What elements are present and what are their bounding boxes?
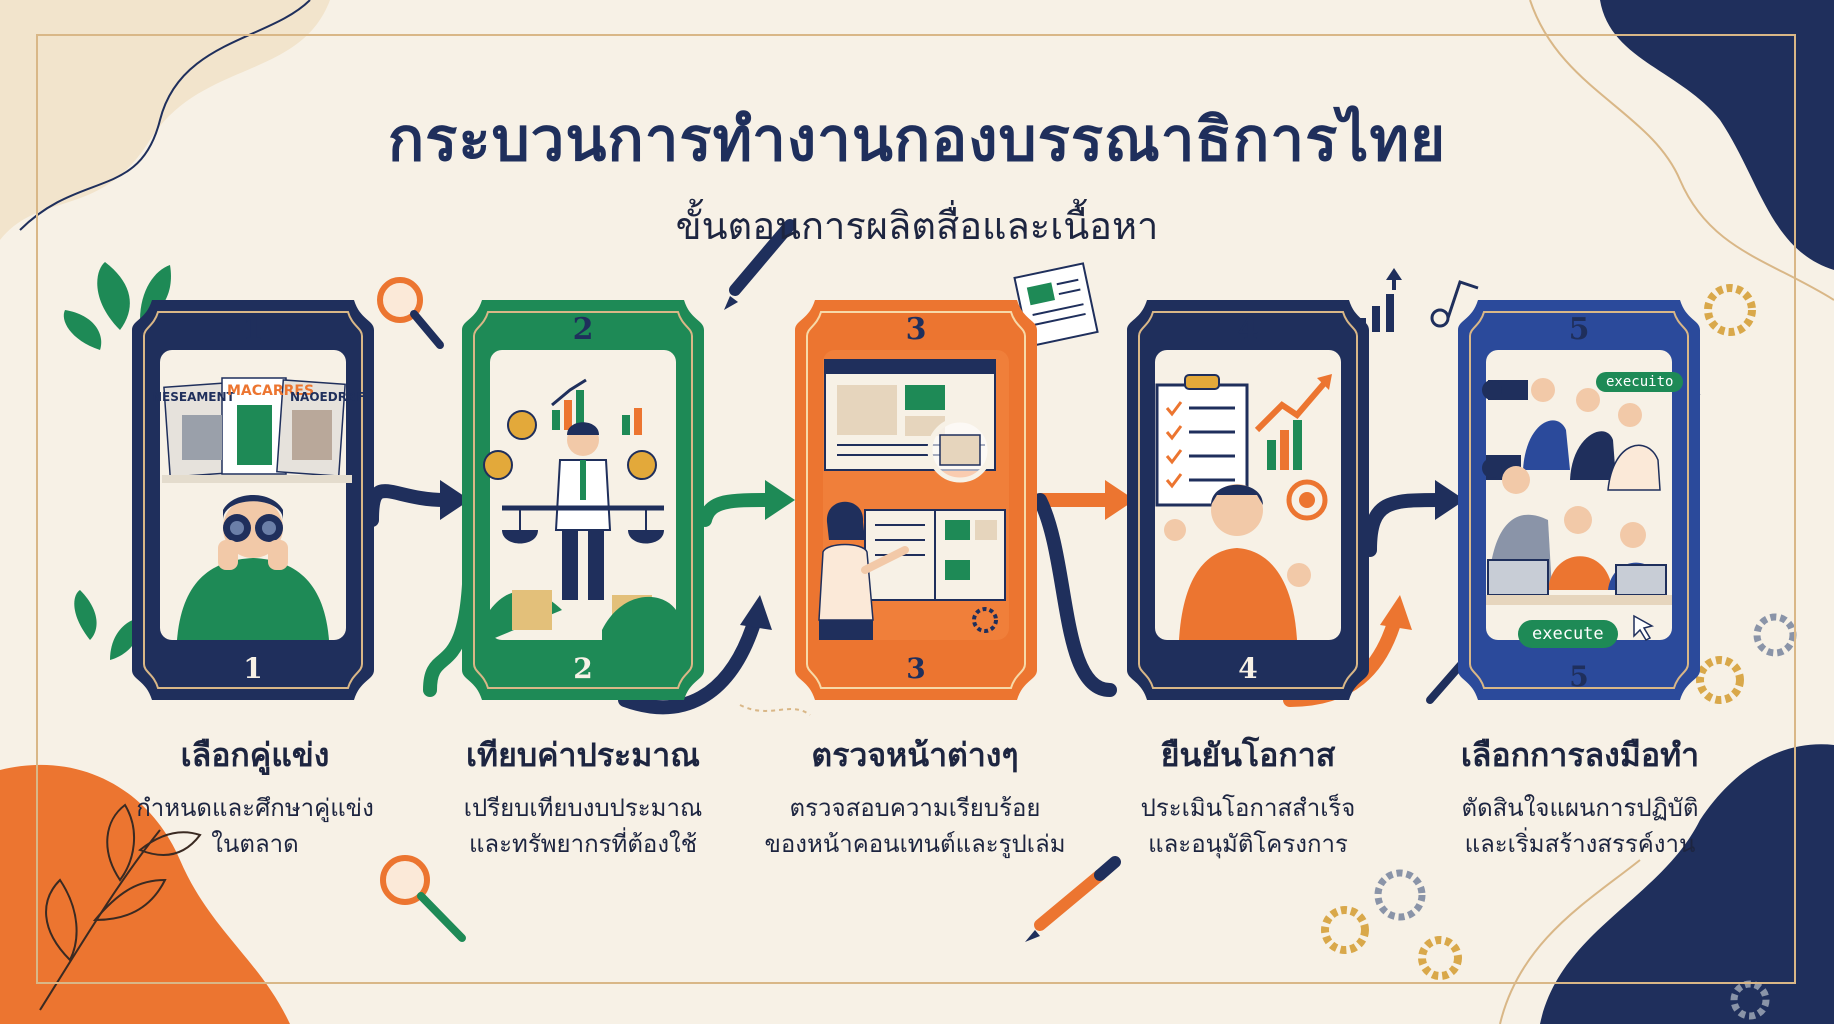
step-1-desc-line1: กำหนดและศึกษาคู่แข่ง [136, 794, 374, 822]
magnifier-icon [377, 277, 444, 349]
editor-woman-illustration [818, 501, 909, 640]
arrow-icon [440, 480, 470, 520]
navy-blob-bottom-right [1540, 744, 1834, 1024]
step-card-2: 2 2 [452, 290, 714, 710]
step-number-top: 2 [572, 312, 594, 347]
arrow-icon [1033, 493, 1117, 697]
card-frame [132, 300, 374, 700]
card-frame [795, 300, 1037, 700]
card-frame [1127, 300, 1369, 700]
step-card-1: NESEAMENT MACARRES NAOEDRBF 1 1 [122, 290, 384, 710]
step-3-title: ตรวจหน้าต่างๆ [811, 736, 1019, 774]
person-scale-illustration [502, 422, 664, 600]
navy-blob-top-right [1600, 0, 1834, 270]
pen-icon [1025, 856, 1121, 942]
step-3-desc-line2: ของหน้าคอนเทนต์และรูปเล่ม [764, 830, 1066, 858]
step-5-title: เลือกการลงมือทำ [1460, 736, 1700, 774]
speech-bubble-execuito: execuito [1596, 372, 1684, 392]
newspaper-stack [162, 377, 352, 483]
arrow-icon [618, 613, 762, 715]
execute-button[interactable]: execute [1518, 620, 1618, 648]
step-5-description: ตัดสินใจแผนการปฏิบัติ และเริ่มสร้างสรรค์… [1410, 790, 1750, 862]
page-title: กระบวนการทำงานกองบรรณาธิการไทย [387, 105, 1447, 175]
step-2-desc-line1: เปรียบเทียบงบประมาณ [463, 794, 703, 822]
arrow-icon [740, 595, 772, 630]
step-card-4: 4 4 [1117, 290, 1379, 710]
gear-icon [972, 607, 998, 633]
step-2-title: เทียบค่าประมาณ [466, 736, 700, 774]
arrow-icon [1435, 480, 1465, 520]
arrow-icon [1363, 493, 1447, 557]
step-number-top: 3 [905, 312, 927, 347]
step-4-desc-line2: และอนุมัติโครงการ [1148, 830, 1348, 858]
step-4-title: ยืนยันโอกาส [1160, 736, 1336, 774]
step-5-desc-line1: ตัดสินใจแผนการปฏิบัติ [1461, 794, 1699, 822]
magnifier-icon [927, 417, 993, 483]
step-number-top: 1 [242, 312, 264, 347]
music-note-icon [1430, 280, 1479, 328]
step-4-desc-line1: ประเมินโอกาสสำเร็จ [1140, 794, 1356, 822]
newspaper-title-3: NAOEDRBF [290, 390, 365, 404]
step-number-top: 4 [1237, 312, 1259, 347]
step-number-top: 5 [1568, 312, 1590, 347]
open-book [864, 509, 1006, 601]
step-card-3: 3 3 [785, 290, 1047, 710]
person-thumbs-up-illustration [1164, 484, 1311, 640]
gear-icon [1321, 284, 1756, 980]
gold-frame [36, 34, 1796, 984]
step-number-bottom: 2 [573, 652, 593, 685]
growth-chart [1254, 374, 1332, 521]
step-number-bottom: 4 [1238, 652, 1258, 685]
step-number-bottom: 5 [1569, 660, 1589, 693]
step-1-title: เลือกคู่แข่ง [180, 736, 330, 774]
gear-icon [1374, 613, 1797, 1020]
step-2-description: เปรียบเทียบงบประมาณ และทรัพยากรที่ต้องใช… [413, 790, 753, 862]
browser-window [824, 359, 996, 471]
newspaper-title-2: MACARRES [227, 383, 315, 399]
step-1-desc-line2: ในตลาด [211, 830, 299, 858]
card-frame [462, 300, 704, 700]
step-3-desc-line1: ตรวจสอบความเรียบร้อย [789, 794, 1041, 822]
film-crew-illustration [1482, 378, 1672, 605]
card-frame [1458, 300, 1700, 700]
step-number-bottom: 3 [906, 652, 926, 685]
magnifier-icon [380, 855, 466, 942]
step-5-desc-line2: และเริ่มสร้างสรรค์งาน [1464, 830, 1696, 858]
pen-icon [724, 219, 796, 310]
step-card-5: execuito execute 5 5 [1448, 290, 1710, 710]
arrow-icon [1380, 595, 1412, 630]
newspaper-title-1: NESEAMENT [152, 390, 235, 404]
step-number-bottom: 1 [243, 652, 263, 685]
step-1-description: กำหนดและศึกษาคู่แข่ง ในตลาด [85, 790, 425, 862]
step-4-description: ประเมินโอกาสสำเร็จ และอนุมัติโครงการ [1078, 790, 1418, 862]
coin-icon [483, 410, 657, 480]
person-binoculars-illustration [177, 495, 329, 640]
leaf-icon [63, 262, 171, 660]
step-2-desc-line2: และทรัพยากรที่ต้องใช้ [468, 830, 698, 858]
bar-chart-icon [551, 378, 642, 435]
arrow-icon [698, 493, 777, 527]
step-3-description: ตรวจสอบความเรียบร้อย ของหน้าคอนเทนต์และร… [745, 790, 1085, 862]
checklist-clipboard [1155, 374, 1249, 507]
arrow-icon [1105, 480, 1135, 520]
page-subtitle: ขั้นตอนการผลิตสื่อและเนื้อหา [675, 204, 1159, 248]
arrow-icon [765, 480, 795, 520]
